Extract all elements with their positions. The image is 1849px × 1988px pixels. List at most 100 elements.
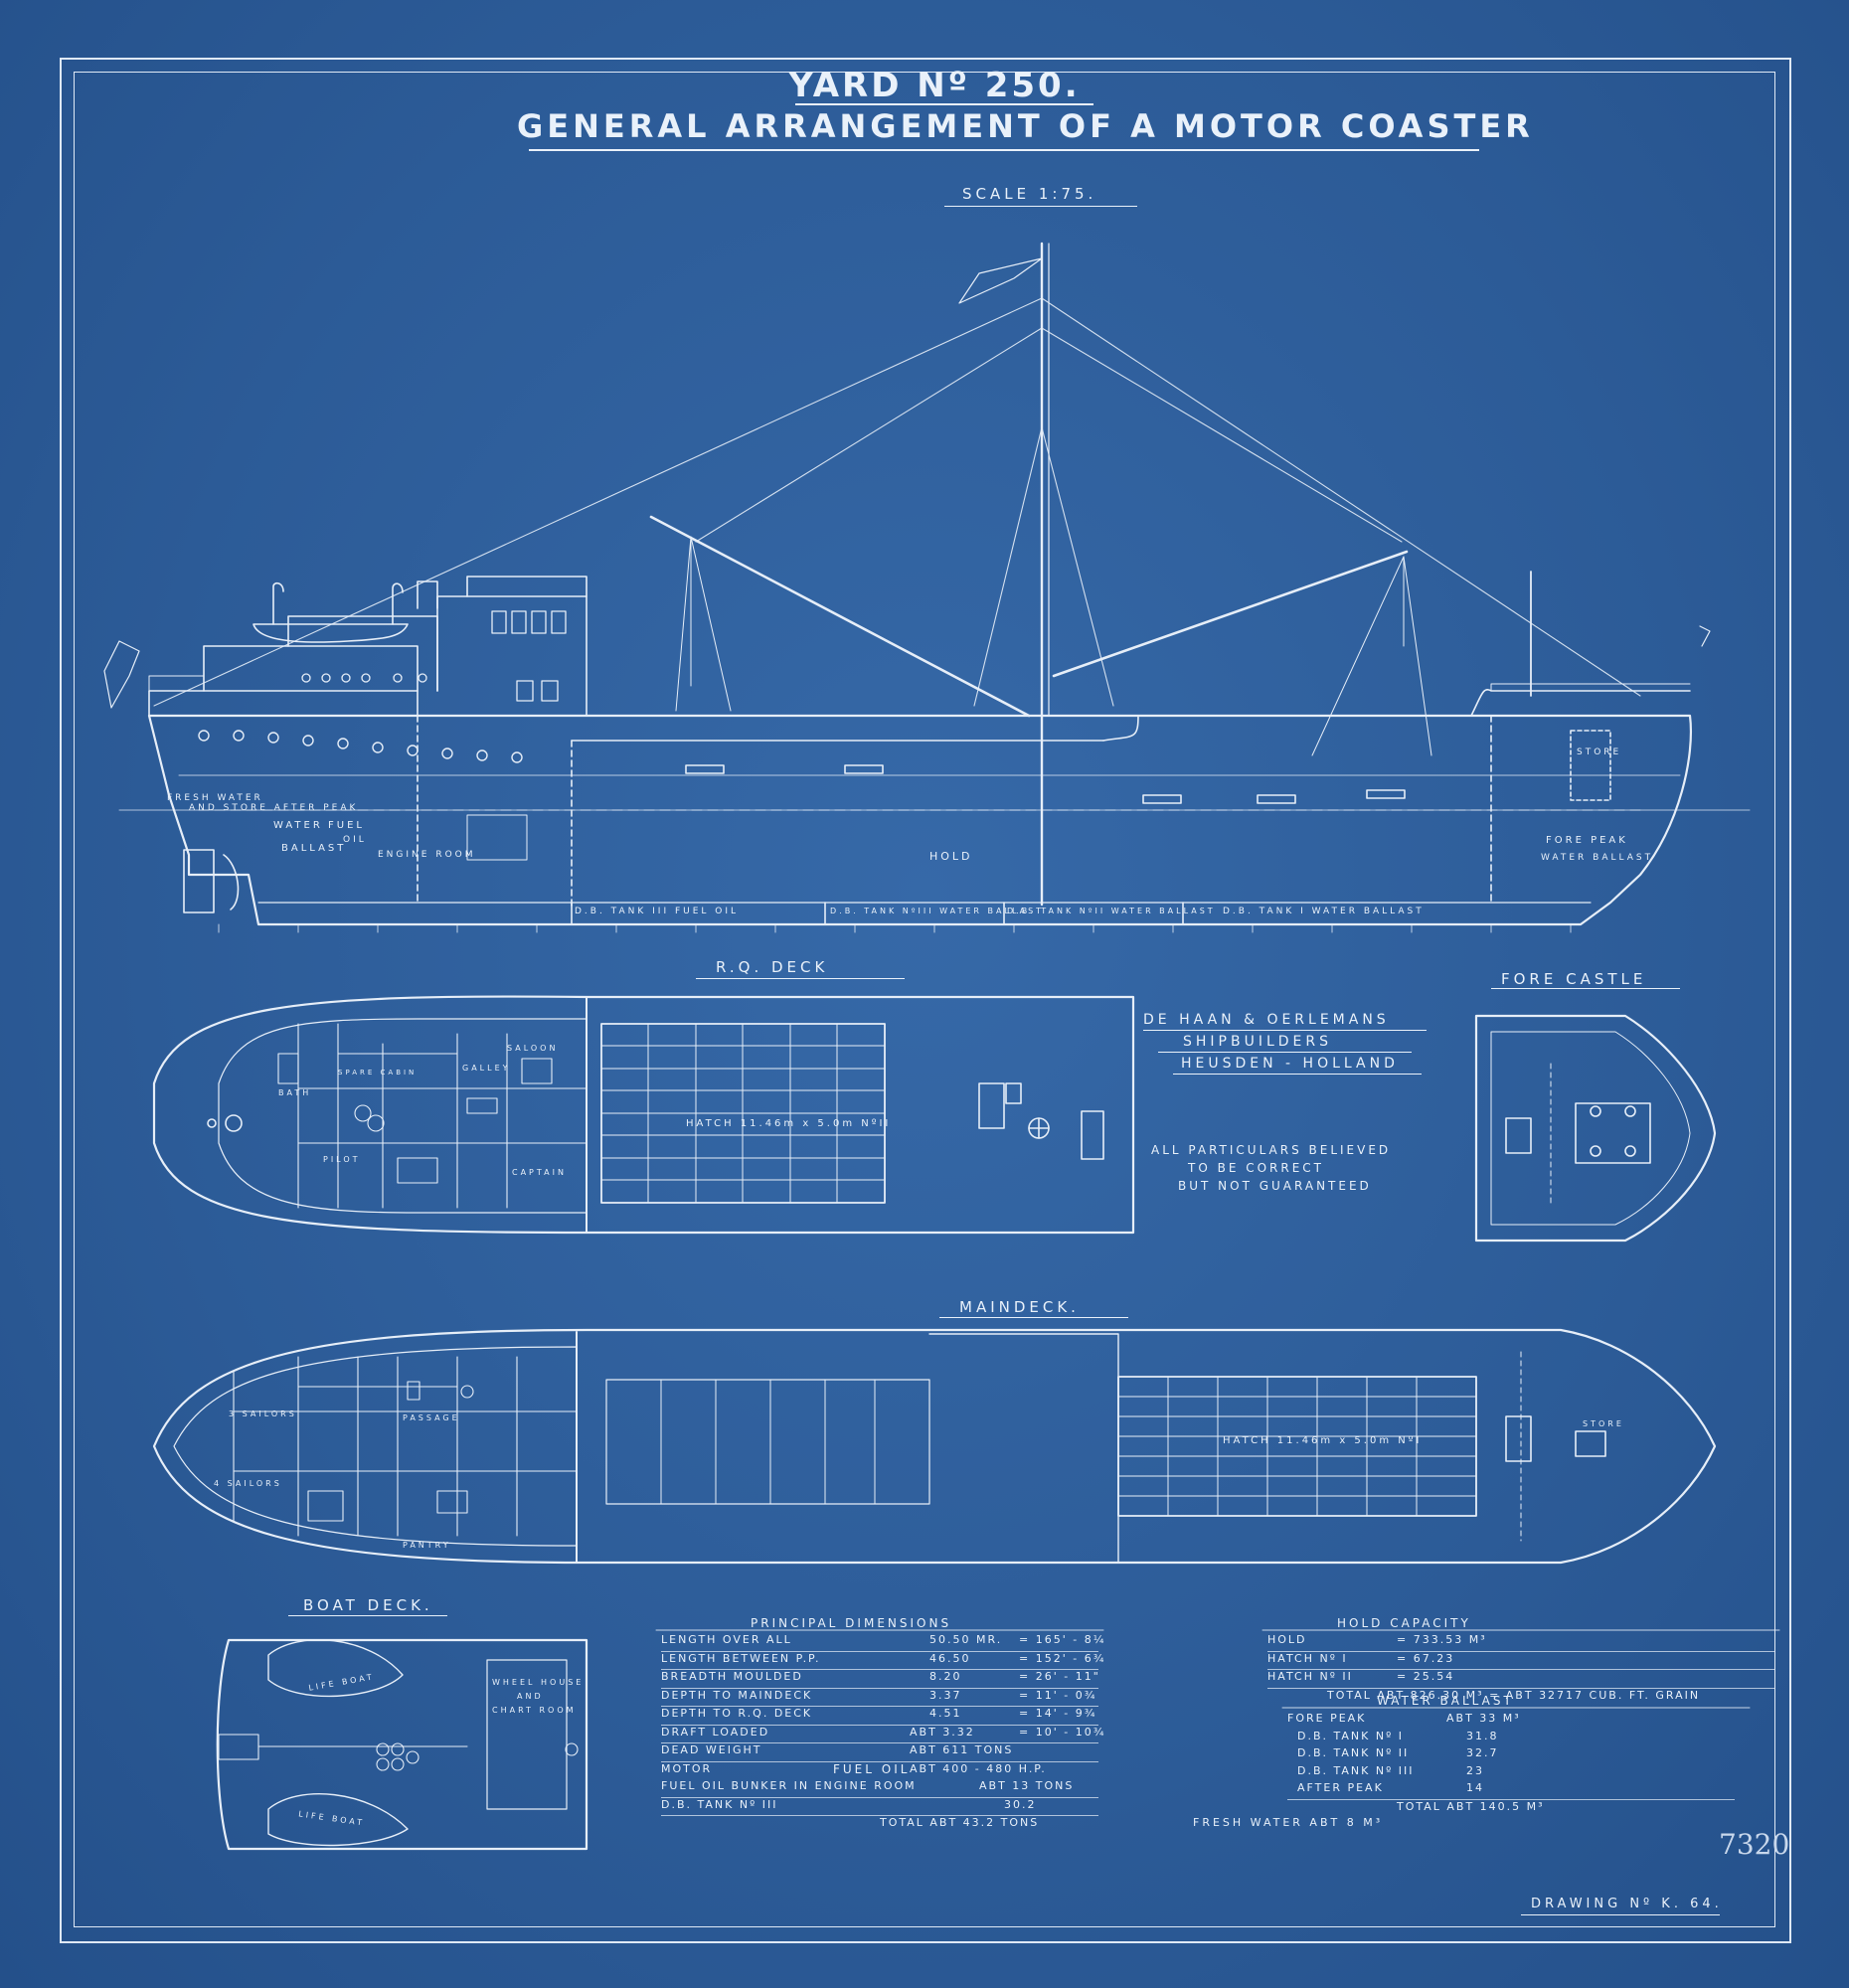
drawing-number-underline <box>1521 1914 1720 1915</box>
rq-deck-title: R.Q. DECK <box>716 958 829 976</box>
room-label-bath: BATH <box>278 1088 312 1097</box>
dimension-metric: 3.37 <box>929 1688 962 1702</box>
hold-capacity-total: TOTAL ABT 826.30 M³ = ABT 32717 CUB. FT.… <box>1327 1688 1701 1702</box>
room-label-and: AND <box>517 1692 544 1701</box>
room-label-saloon: SALOON <box>507 1044 559 1053</box>
profile-label-oil: OIL <box>343 835 367 845</box>
principal-dimensions-heading: PRINCIPAL DIMENSIONS <box>751 1616 952 1630</box>
hold-capacity-label: HOLD <box>1267 1633 1307 1646</box>
builder-location: HEUSDEN - HOLLAND <box>1181 1056 1399 1072</box>
water-ballast-row: D.B. TANK Nº I 31.8 <box>1287 1730 1735 1747</box>
dimension-label: LENGTH BETWEEN P.P. <box>661 1651 821 1665</box>
profile-label-ballast: BALLAST <box>281 843 347 854</box>
builder-name: DE HAAN & OERLEMANS <box>1143 1012 1390 1028</box>
water-ballast-heading: WATER BALLAST <box>1377 1694 1514 1708</box>
profile-label-engine-room: ENGINE ROOM <box>378 850 476 860</box>
dimension-label: BREADTH MOULDED <box>661 1670 803 1683</box>
hatch-2-label: HATCH 11.46m x 5.0m NºII <box>686 1118 892 1129</box>
builder-role: SHIPBUILDERS <box>1183 1034 1333 1050</box>
main-deck-title-underline <box>939 1317 1128 1318</box>
dimension-label: LENGTH OVER ALL <box>661 1633 792 1646</box>
water-ballast-value: ABT 33 M³ <box>1446 1712 1521 1725</box>
fresh-water-capacity: FRESH WATER ABT 8 M³ <box>1193 1816 1384 1829</box>
hold-capacity-row: TOTAL ABT 826.30 M³ = ABT 32717 CUB. FT.… <box>1267 1689 1774 1707</box>
fuel-oil-value: 30.2 <box>1004 1797 1037 1811</box>
dimension-metric: 46.50 <box>929 1651 971 1665</box>
dimension-imperial: = 14' - 9¾ <box>1019 1707 1097 1720</box>
dimension-imperial: = 11' - 0¾ <box>1019 1688 1097 1702</box>
profile-label-fore-peak-ballast: WATER BALLAST <box>1541 853 1654 863</box>
water-ballast-row: TOTAL ABT 140.5 M³ <box>1287 1800 1735 1818</box>
water-ballast-label: FORE PEAK <box>1287 1712 1367 1725</box>
dimension-row: DEPTH TO MAINDECK 3.37 = 11' - 0¾ <box>661 1688 1098 1707</box>
main-deck-plan <box>152 1328 1717 1565</box>
dimension-label: MOTOR <box>661 1761 713 1775</box>
water-ballast-value: 14 <box>1466 1781 1484 1794</box>
dimension-imperial: = 26' - 11" <box>1019 1670 1100 1683</box>
room-label-spare-cabin: SPARE CABIN <box>338 1069 418 1077</box>
profile-label-db-tank-2: D.B. TANK NºII WATER BALLAST <box>1007 907 1216 915</box>
fuel-oil-value: ABT 13 TONS <box>979 1779 1075 1792</box>
title-underline <box>795 103 1093 105</box>
fore-castle-title-underline <box>1491 988 1680 989</box>
room-label-pantry: PANTRY <box>403 1541 451 1550</box>
scale-label: SCALE 1:75. <box>962 185 1097 203</box>
dimension-label: DEPTH TO R.Q. DECK <box>661 1707 813 1720</box>
water-ballast-value: 23 <box>1466 1763 1484 1777</box>
profile-label-hold: HOLD <box>929 850 973 863</box>
border-frame-inner <box>74 72 1775 1927</box>
profile-label-fore-peak: FORE PEAK <box>1546 835 1628 846</box>
drawing-title-underline <box>529 149 1479 151</box>
dimension-label: DEPTH TO MAINDECK <box>661 1688 813 1702</box>
water-ballast-label: D.B. TANK Nº I <box>1297 1729 1404 1742</box>
water-ballast-row: FORE PEAK ABT 33 M³ <box>1287 1712 1735 1730</box>
room-label-passage: PASSAGE <box>403 1413 460 1422</box>
disclaimer-line-2: TO BE CORRECT <box>1188 1161 1325 1175</box>
hold-capacity-table: HOLD= 733.53 M³ HATCH Nº I= 67.23 HATCH … <box>1267 1633 1774 1706</box>
builder-role-underline <box>1158 1052 1412 1053</box>
room-label-4-sailors: 4 SAILORS <box>214 1479 282 1488</box>
dimension-metric: ABT 3.32 <box>910 1725 975 1739</box>
fuel-oil-label: FUEL OIL BUNKER IN ENGINE ROOM <box>661 1779 917 1792</box>
room-label-store: STORE <box>1583 1419 1624 1428</box>
fuel-oil-row: FUEL OIL BUNKER IN ENGINE ROOM ABT 13 TON… <box>661 1779 1098 1798</box>
profile-label-db-tank-1: D.B. TANK I WATER BALLAST <box>1223 907 1425 916</box>
hold-capacity-row: HOLD= 733.53 M³ <box>1267 1633 1774 1652</box>
dimension-metric: ABT 611 TONS <box>910 1743 1014 1756</box>
room-label-chartroom: CHART ROOM <box>492 1706 577 1715</box>
drawing-number: DRAWING Nº K. 64. <box>1531 1897 1723 1911</box>
fuel-oil-total: TOTAL ABT 43.2 TONS <box>880 1816 1040 1829</box>
water-ballast-table: FORE PEAK ABT 33 M³ D.B. TANK Nº I 31.8 D.… <box>1287 1712 1735 1817</box>
disclaimer-line-3: BUT NOT GUARANTEED <box>1178 1179 1372 1193</box>
main-deck-title: MAINDECK. <box>959 1298 1080 1316</box>
fuel-oil-table: FUEL OIL BUNKER IN ENGINE ROOM ABT 13 TON… <box>661 1779 1098 1834</box>
rq-deck-plan <box>152 995 1135 1235</box>
dimension-label: DRAFT LOADED <box>661 1725 770 1739</box>
profile-label-db-tank-2-aft: D.B. TANK NºIII WATER BALLAST <box>830 907 1045 915</box>
disclaimer-line-1: ALL PARTICULARS BELIEVED <box>1151 1143 1392 1157</box>
dimension-metric: 8.20 <box>929 1670 962 1683</box>
boat-deck-title-underline <box>288 1615 447 1616</box>
hatch-1-label: HATCH 11.46m x 5.0m NºI <box>1223 1435 1423 1446</box>
dimension-imperial: = 152' - 6¾ <box>1019 1651 1106 1665</box>
profile-label-store: STORE <box>1577 747 1622 757</box>
fore-castle-plan <box>1474 1014 1717 1242</box>
border-frame-outer <box>60 58 1791 1943</box>
scale-underline <box>944 206 1137 207</box>
water-ballast-value: 31.8 <box>1466 1729 1499 1742</box>
fuel-oil-heading: FUEL OIL <box>833 1762 911 1776</box>
room-label-3-sailors: 3 SAILORS <box>229 1409 297 1418</box>
builder-location-underline <box>1173 1074 1422 1075</box>
yard-number-title: YARD Nº 250. <box>788 66 1081 105</box>
room-label-wheelhouse: WHEEL HOUSE <box>492 1678 585 1687</box>
drawing-title: GENERAL ARRANGEMENT OF A MOTOR COASTER <box>517 107 1534 145</box>
